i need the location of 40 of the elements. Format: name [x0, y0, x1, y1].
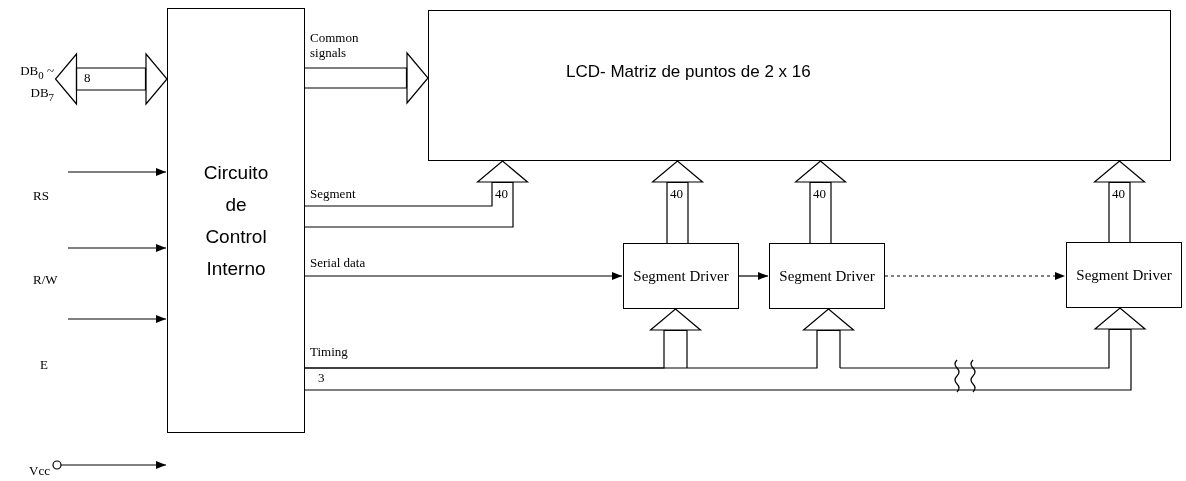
- block-label: Circuito de Control Interno: [202, 160, 270, 281]
- edge-label: 40: [1112, 186, 1125, 201]
- lcd-panel-box: [428, 10, 1171, 161]
- signal-arrow: [738, 272, 769, 280]
- signal-label: RS: [33, 188, 49, 203]
- block-label: Segment Driver: [633, 266, 729, 286]
- signal-arrow: [67, 315, 167, 323]
- edge-label: Timing: [310, 344, 348, 359]
- block-label: Segment Driver: [779, 266, 875, 286]
- driver-box: [769, 243, 885, 309]
- edge-label: Serial data: [310, 255, 366, 270]
- driver-box: [1066, 242, 1182, 308]
- bus-arrow: [304, 308, 855, 369]
- signal-label: R/W: [33, 272, 58, 287]
- bus-arrow: [1093, 160, 1146, 243]
- block-label: LCD- Matriz de puntos de 2 x 16: [566, 61, 811, 82]
- bus-width-label: 40: [495, 186, 508, 201]
- edge-label: Segment: [310, 186, 356, 201]
- signal-arrow: [304, 272, 623, 280]
- bus-arrow: [794, 160, 847, 244]
- edge-label: 40: [670, 186, 683, 201]
- signal-label: E: [40, 357, 48, 372]
- signal-arrow: [884, 272, 1066, 280]
- driver-box: [623, 243, 739, 309]
- signal-arrow: [67, 244, 167, 252]
- edge-label: 8: [84, 70, 91, 85]
- signal-arrow: [52, 460, 167, 470]
- block-label: Segment Driver: [1076, 265, 1172, 285]
- bus-arrow: [304, 307, 1146, 391]
- bus-arrow: [54, 53, 168, 105]
- edge-label: Common signals: [310, 30, 360, 60]
- bus-arrow: [651, 160, 704, 244]
- bus-arrow: [304, 160, 529, 228]
- control-block: [167, 8, 305, 433]
- signal-arrow: [67, 168, 167, 176]
- signal-label: DB$_{0}$ ~ DB$_{7}$: [4, 62, 54, 106]
- bus-arrow: [304, 52, 429, 104]
- bus-width-label: 3: [318, 370, 325, 385]
- signal-label: Vcc: [20, 462, 50, 480]
- edge-label: 40: [813, 186, 826, 201]
